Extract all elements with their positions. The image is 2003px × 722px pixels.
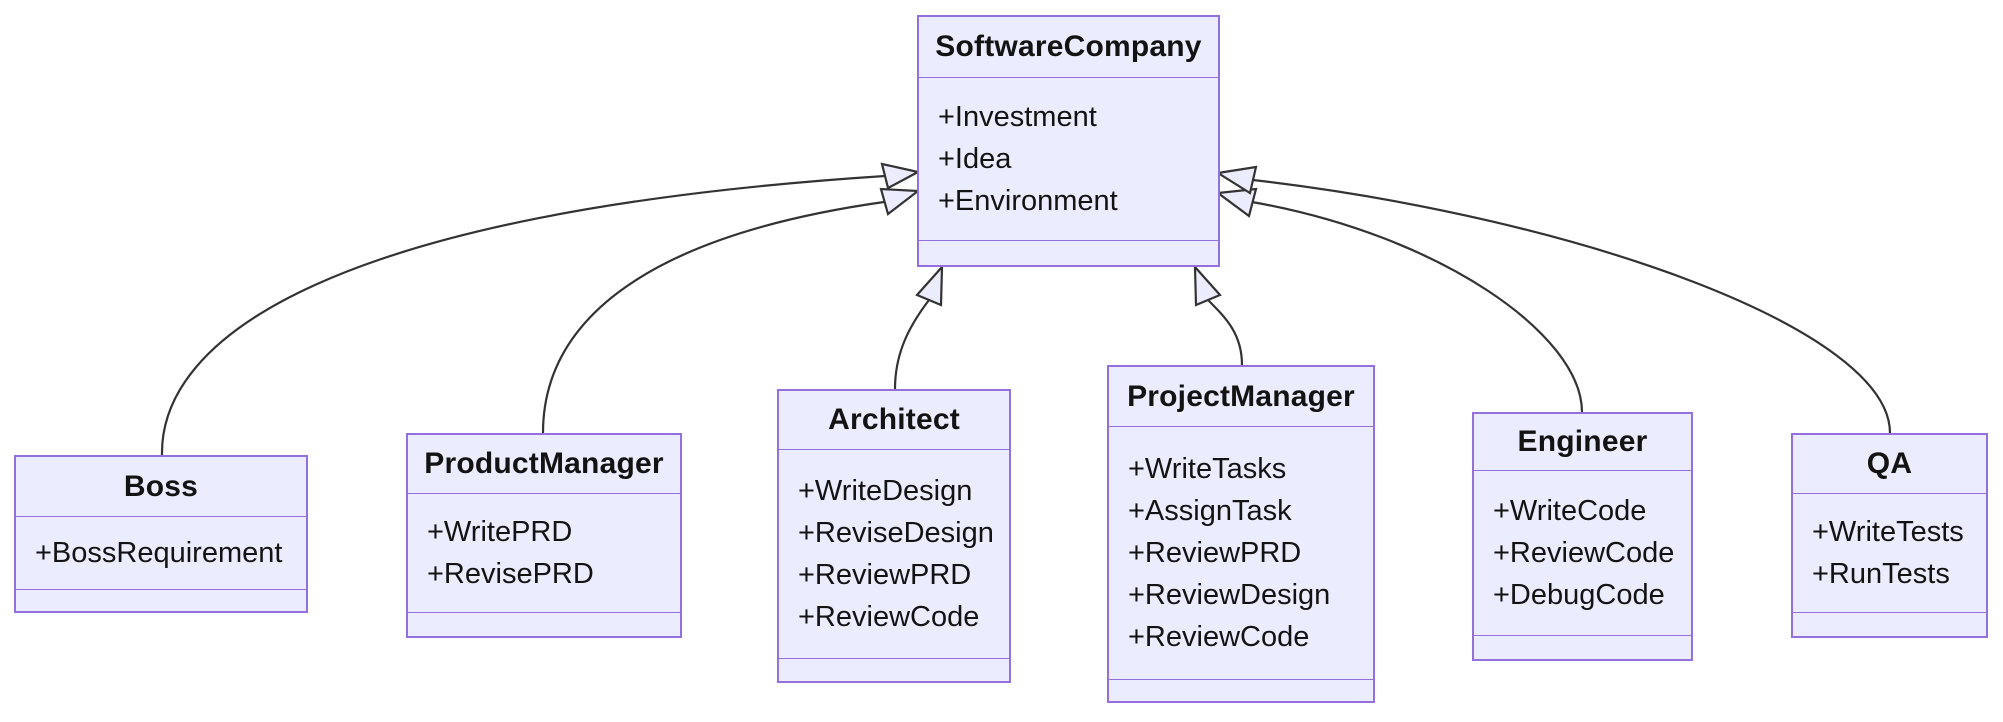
class-box-productmanager: ProductManager +WritePRD +RevisePRD bbox=[406, 433, 682, 638]
class-attribute: +RevisePRD bbox=[427, 558, 594, 590]
inheritance-arrowhead-boss bbox=[880, 162, 922, 190]
class-attribute: +ReviewCode bbox=[1493, 537, 1675, 569]
class-attribute: +Environment bbox=[938, 185, 1118, 217]
class-box-softwarecompany: SoftwareCompany +Investment +Idea +Envir… bbox=[917, 15, 1220, 267]
class-attribute: +BossRequirement bbox=[35, 537, 283, 569]
class-methods-empty-qa bbox=[1793, 612, 1986, 636]
class-box-projectmanager: ProjectManager +WriteTasks +AssignTask +… bbox=[1107, 365, 1375, 703]
class-title-projectmanager: ProjectManager bbox=[1127, 379, 1355, 413]
class-box-boss: Boss +BossRequirement bbox=[14, 455, 308, 613]
class-attribute: +ReviseDesign bbox=[798, 517, 994, 549]
class-attribute: +WriteTasks bbox=[1128, 453, 1287, 485]
class-attribute: +ReviewPRD bbox=[1128, 537, 1302, 569]
inheritance-arrowhead-architect bbox=[915, 264, 944, 307]
class-methods-empty-softwarecompany bbox=[919, 240, 1218, 265]
class-box-architect: Architect +WriteDesign +ReviseDesign +Re… bbox=[777, 389, 1011, 683]
class-attribute: +ReviewCode bbox=[1128, 621, 1310, 653]
class-attributes-projectmanager: +WriteTasks +AssignTask +ReviewPRD +Revi… bbox=[1109, 426, 1373, 679]
class-box-qa: QA +WriteTests +RunTests bbox=[1791, 433, 1988, 638]
class-title-engineer: Engineer bbox=[1517, 425, 1648, 458]
edge-architect-to-softwarecompany bbox=[893, 299, 930, 390]
edge-qa-to-softwarecompany bbox=[1252, 178, 1892, 434]
class-attribute: +Investment bbox=[938, 101, 1097, 133]
class-methods-empty-productmanager bbox=[408, 612, 680, 636]
class-title-architect: Architect bbox=[828, 403, 960, 436]
class-attribute: +ReviewCode bbox=[798, 601, 980, 633]
class-attributes-productmanager: +WritePRD +RevisePRD bbox=[408, 493, 680, 612]
class-attributes-architect: +WriteDesign +ReviseDesign +ReviewPRD +R… bbox=[779, 449, 1009, 658]
class-attribute: +ReviewDesign bbox=[1128, 579, 1331, 611]
inheritance-arrowhead-projectmanager bbox=[1193, 264, 1222, 307]
class-attribute: +Idea bbox=[938, 143, 1012, 175]
class-attribute: +AssignTask bbox=[1128, 495, 1292, 527]
class-box-engineer: Engineer +WriteCode +ReviewCode +DebugCo… bbox=[1472, 412, 1693, 661]
inheritance-arrowhead-productmanager bbox=[879, 187, 922, 216]
class-attribute: +WriteDesign bbox=[798, 475, 973, 507]
class-attributes-engineer: +WriteCode +ReviewCode +DebugCode bbox=[1474, 470, 1691, 635]
class-attributes-qa: +WriteTests +RunTests bbox=[1793, 493, 1986, 612]
edge-productmanager-to-softwarecompany bbox=[541, 200, 885, 434]
class-attribute: +WritePRD bbox=[427, 516, 573, 548]
class-attributes-softwarecompany: +Investment +Idea +Environment bbox=[919, 77, 1218, 240]
edge-boss-to-softwarecompany bbox=[160, 174, 886, 456]
class-title-productmanager: ProductManager bbox=[424, 447, 664, 480]
class-attribute: +WriteCode bbox=[1493, 495, 1647, 527]
class-title-softwarecompany: SoftwareCompany bbox=[935, 30, 1202, 63]
class-methods-empty-projectmanager bbox=[1109, 679, 1373, 701]
inheritance-arrowhead-qa bbox=[1214, 165, 1258, 195]
edge-engineer-to-softwarecompany bbox=[1251, 200, 1584, 413]
class-attribute: +WriteTests bbox=[1812, 516, 1964, 548]
class-methods-empty-architect bbox=[779, 658, 1009, 681]
class-methods-empty-engineer bbox=[1474, 635, 1691, 659]
class-attribute: +RunTests bbox=[1812, 558, 1950, 590]
edge-projectmanager-to-softwarecompany bbox=[1207, 299, 1244, 366]
class-attribute: +ReviewPRD bbox=[798, 559, 972, 591]
class-methods-empty-boss bbox=[16, 589, 306, 611]
inheritance-arrowhead-engineer bbox=[1215, 187, 1258, 218]
class-title-boss: Boss bbox=[123, 469, 199, 503]
class-attribute: +DebugCode bbox=[1493, 579, 1665, 611]
class-attributes-boss: +BossRequirement bbox=[16, 516, 306, 589]
class-title-qa: QA bbox=[1866, 447, 1913, 480]
